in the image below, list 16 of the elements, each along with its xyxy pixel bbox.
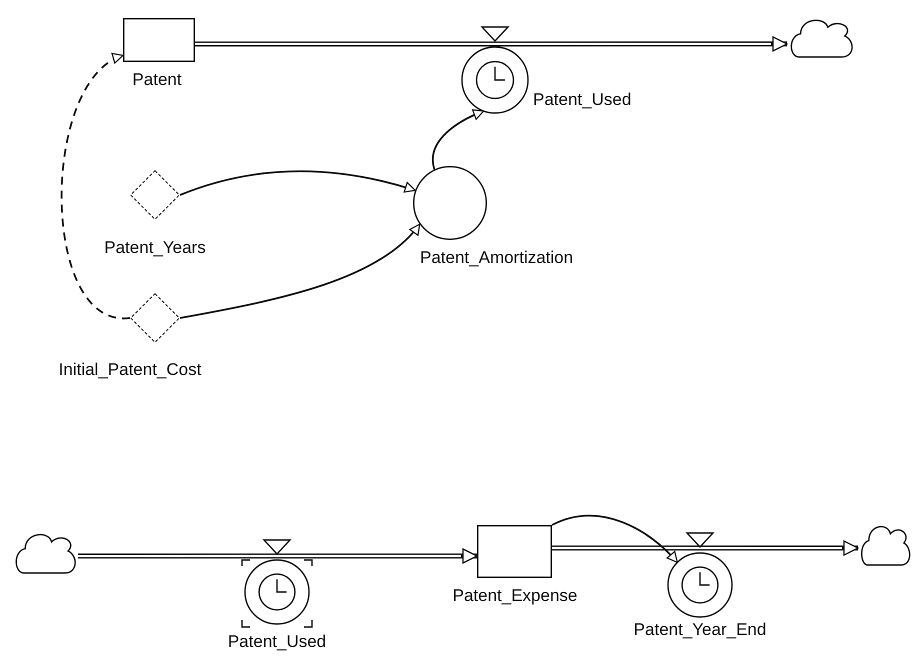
connector-arrow (180, 170, 416, 196)
node-label: Patent_Year_End (632, 620, 768, 640)
flow-pipe (552, 540, 859, 556)
node-label: Patent_Expense (452, 586, 578, 606)
node-label: Patent_Used (226, 632, 328, 652)
node-label: Patent_Used (533, 90, 632, 110)
flow-pipe (195, 36, 788, 52)
flow-pipe (78, 548, 478, 564)
node-label: Initial_Patent_Cost (58, 360, 202, 380)
node-label: Patent_Amortization (420, 248, 574, 268)
node-label: Patent (131, 70, 183, 90)
connector-arrow (180, 224, 420, 319)
dashed-connector (60, 54, 130, 319)
connector-arrow (432, 110, 484, 170)
connector-arrow (552, 514, 678, 563)
node-label: Patent_Years (103, 238, 207, 258)
